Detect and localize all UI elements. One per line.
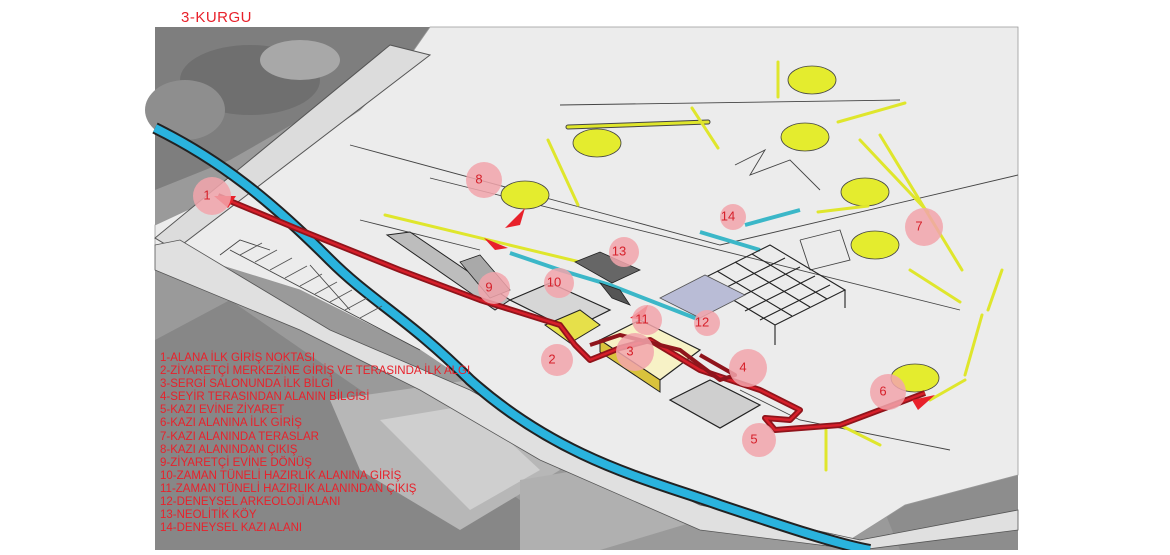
marker-label: 4: [739, 359, 746, 374]
marker-circle: [478, 272, 510, 304]
legend-item: 9-ZİYARETÇİ EVİNE DÖNÜŞ: [160, 456, 312, 469]
marker-circle: [720, 204, 746, 230]
marker-circle: [632, 305, 662, 335]
marker-label: 8: [475, 171, 482, 186]
marker-label: 9: [485, 279, 492, 294]
legend-item: 5-KAZI EVİNE ZİYARET: [160, 404, 285, 417]
legend-item: 2-ZİYARETÇİ MERKEZİNE GİRİŞ VE TERASINDA…: [160, 365, 471, 378]
marker-circle: [193, 177, 231, 215]
marker-circle: [729, 349, 767, 387]
legend-item: 4-SEYİR TERASINDAN ALANIN BİLGİSİ: [160, 391, 370, 404]
marker-label: 7: [915, 218, 922, 233]
legend-item: 3-SERGİ SALONUNDA İLK BİLGİ: [160, 378, 334, 391]
page-title: 3-KURGU: [181, 9, 253, 26]
marker-label: 14: [721, 208, 735, 223]
legend-item: 11-ZAMAN TÜNELİ HAZIRLIK ALANINDAN ÇIKIŞ: [160, 482, 417, 495]
legend-item: 13-NEOLİTİK KÖY: [160, 509, 257, 522]
marker-5: 5: [742, 423, 776, 457]
marker-circle: [616, 333, 654, 371]
marker-1: 1: [193, 177, 231, 215]
marker-6: 6: [870, 374, 906, 410]
marker-label: 11: [635, 311, 649, 326]
marker-circle: [541, 344, 573, 376]
marker-4: 4: [729, 349, 767, 387]
visitor-route: [216, 193, 927, 433]
legend-item: 14-DENEYSEL KAZI ALANI: [160, 522, 303, 535]
tree-canopies: [500, 65, 940, 393]
legend-item: 1-ALANA İLK GİRİŞ NOKTASI: [160, 352, 316, 364]
marker-3: 3: [616, 333, 654, 371]
marker-2: 2: [541, 344, 573, 376]
arrow-icon: [484, 238, 508, 250]
marker-13: 13: [609, 237, 639, 267]
marker-circle: [466, 162, 502, 198]
marker-label: 13: [612, 243, 626, 258]
marker-circle: [742, 423, 776, 457]
parking-lines: [239, 242, 383, 319]
marker-7: 7: [905, 208, 943, 246]
marker-8: 8: [466, 162, 502, 198]
arrow-icon: [505, 208, 525, 228]
marker-label: 3: [626, 343, 633, 358]
marker-circle: [870, 374, 906, 410]
marker-circle: [609, 237, 639, 267]
time-tunnel: [509, 208, 801, 322]
terrace-walls: [383, 60, 1004, 472]
arrow-icon: [912, 395, 935, 410]
marker-label: 2: [548, 351, 555, 366]
legend-item: 6-KAZI ALANINA İLK GİRİŞ: [160, 417, 302, 430]
legend-item: 10-ZAMAN TÜNELİ HAZIRLIK ALANINA GİRİŞ: [160, 469, 402, 482]
legend-item: 12-DENEYSEL ARKEOLOJİ ALANI: [160, 496, 341, 509]
marker-label: 6: [879, 383, 886, 398]
marker-label: 12: [695, 314, 709, 329]
marker-10: 10: [544, 268, 574, 298]
canal-water: [153, 124, 871, 554]
marker-14: 14: [720, 204, 746, 230]
legend-item: 8-KAZI ALANINDAN ÇIKIŞ: [160, 443, 298, 456]
marker-circle: [544, 268, 574, 298]
marker-circle: [694, 310, 720, 336]
marker-circle: [905, 208, 943, 246]
marker-label: 10: [547, 274, 561, 289]
marker-label: 5: [750, 431, 757, 446]
marker-12: 12: [694, 310, 720, 336]
marker-label: 1: [203, 187, 210, 202]
marker-11: 11: [632, 305, 662, 335]
marker-9: 9: [478, 272, 510, 304]
legend-item: 7-KAZI ALANINDA TERASLAR: [160, 430, 319, 443]
